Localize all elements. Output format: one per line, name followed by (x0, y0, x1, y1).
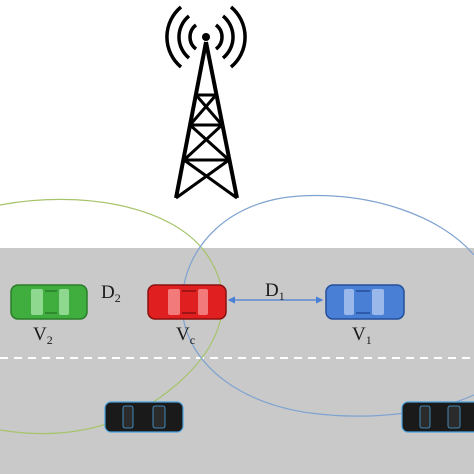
road (0, 248, 474, 474)
label-v1: V1 (352, 324, 372, 347)
vehicle-v1-icon (325, 284, 405, 320)
vehicle-other-icon (401, 401, 474, 433)
label-v2: V2 (33, 324, 53, 347)
vehicle-v2-icon (10, 284, 88, 320)
vehicle-other-icon (104, 401, 184, 433)
vehicle-vc-icon (147, 284, 227, 320)
label-d1: D1 (265, 280, 285, 303)
label-vc: Vc (176, 324, 195, 347)
label-d2: D2 (101, 282, 121, 305)
cell-tower-icon (165, 5, 247, 200)
